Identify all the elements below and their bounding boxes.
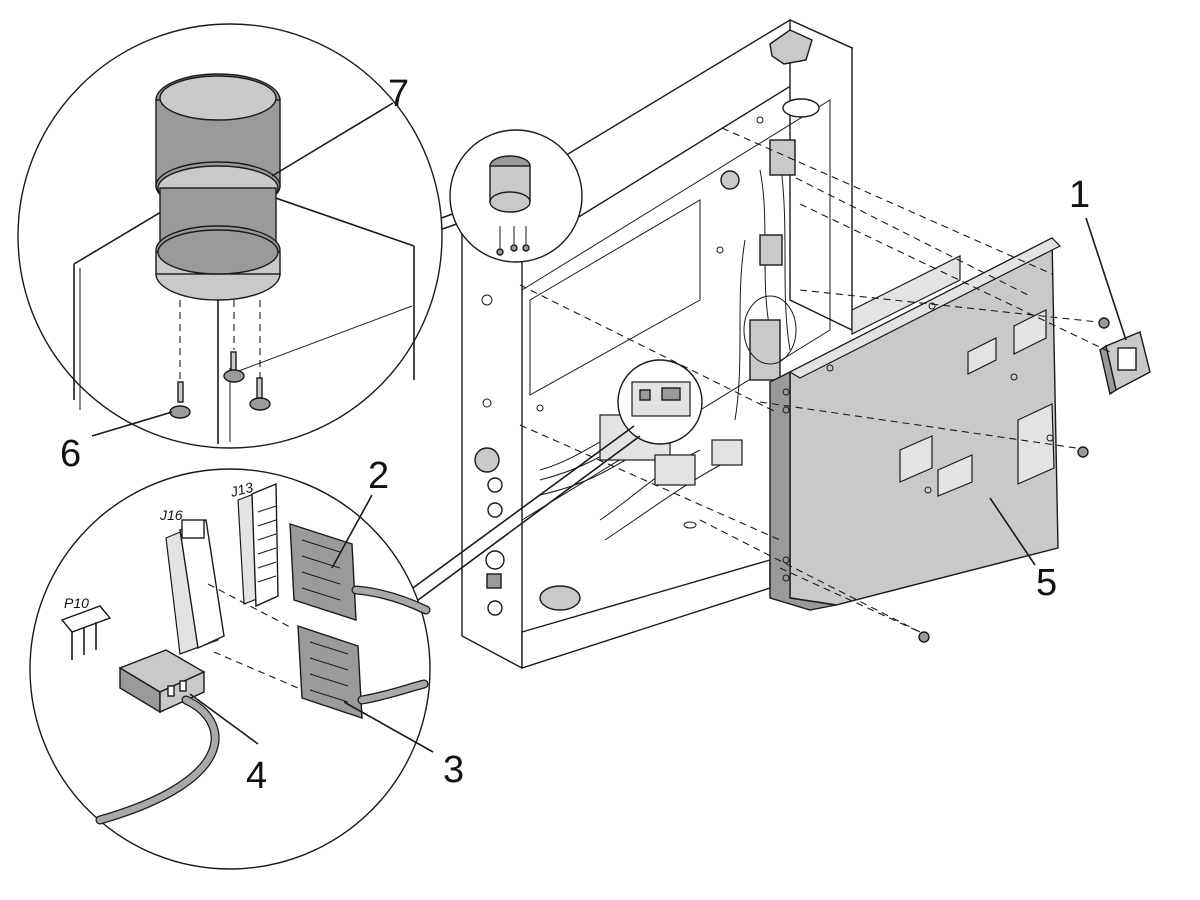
label-j16: J16 [159,507,183,523]
switch-component [1099,331,1151,396]
callout-4: 4 [246,755,267,797]
p10-header [60,605,112,660]
label-j13: J13 [228,479,255,500]
pushbutton-module [155,73,281,301]
callout-1: 1 [1069,174,1090,216]
j13-header [237,482,279,608]
connector-2 [289,523,431,621]
callout-7: 7 [388,73,409,115]
cover-screws [918,317,1110,643]
callout-2: 2 [368,455,389,497]
detail-marker-board [617,359,703,445]
label-p10: P10 [64,595,89,611]
detail-view-upper [17,23,443,449]
callout-3: 3 [443,749,464,791]
explosion-lines [519,127,1111,633]
connector-4 [95,649,220,825]
mounting-pins [169,351,271,419]
detail-marker-top [449,129,583,263]
j16-header [165,519,225,655]
cover-panel [769,236,1062,611]
callout-6: 6 [60,433,81,475]
connector-3 [297,625,429,719]
callout-5: 5 [1036,562,1057,604]
detail-view-lower [29,468,431,870]
leader-lines [91,102,1127,753]
